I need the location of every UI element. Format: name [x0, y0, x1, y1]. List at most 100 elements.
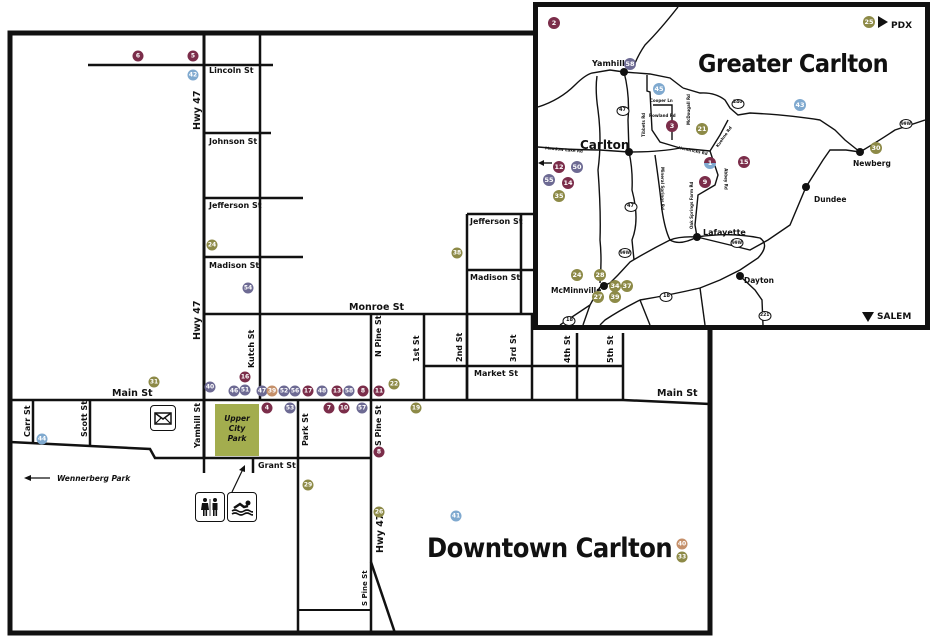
salem-arrow-icon — [862, 312, 874, 322]
map-pin-39[interactable]: 39 — [266, 385, 278, 397]
map-pin-42[interactable]: 42 — [187, 69, 199, 81]
map-pin-25[interactable]: 25 — [863, 16, 875, 28]
town-dayton: Dayton — [744, 276, 775, 285]
map-pin-16[interactable]: 16 — [239, 371, 251, 383]
map-pin-17[interactable]: 17 — [302, 385, 314, 397]
road-mineral-springs: Mineral Springs Rd — [660, 167, 665, 210]
downtown-frame — [7, 30, 713, 636]
shield-99w-sw: 99W — [620, 250, 630, 255]
pdx-arrow-icon — [878, 16, 888, 28]
street-5th: 5th St — [606, 335, 615, 363]
street-3rd: 3rd St — [509, 334, 518, 362]
map-pin-8[interactable]: 8 — [373, 446, 385, 458]
town-mcminnville: McMinnville — [551, 286, 602, 295]
map-pin-55[interactable]: 55 — [543, 174, 555, 186]
map-pin-10[interactable]: 10 — [338, 402, 350, 414]
map-pin-58[interactable]: 58 — [624, 58, 636, 70]
map-pin-22[interactable]: 22 — [388, 378, 400, 390]
map-pin-4[interactable]: 4 — [261, 402, 273, 414]
map-pin-15[interactable]: 15 — [738, 156, 750, 168]
street-main-e: Main St — [657, 388, 698, 399]
map-pin-9[interactable]: 9 — [699, 176, 711, 188]
map-pin-35[interactable]: 35 — [553, 190, 565, 202]
map-pin-43[interactable]: 43 — [794, 99, 806, 111]
map-pin-5[interactable]: 5 — [187, 50, 199, 62]
street-1st: 1st St — [412, 335, 421, 362]
shield-18-b: 18 — [566, 317, 573, 323]
map-pin-50[interactable]: 50 — [571, 161, 583, 173]
map-pin-13[interactable]: 13 — [331, 385, 343, 397]
street-grant: Grant St — [258, 461, 296, 470]
map-pin-24[interactable]: 24 — [206, 239, 218, 251]
map-pin-26[interactable]: 26 — [373, 506, 385, 518]
wennerberg-park-link[interactable]: Wennerberg Park — [57, 474, 131, 483]
shield-99w-laf: 99W — [732, 240, 742, 245]
pool-button[interactable] — [227, 492, 257, 522]
street-jefferson-e: Jefferson St — [470, 217, 523, 226]
map-pin-19[interactable]: 19 — [410, 402, 422, 414]
map-pin-44[interactable]: 44 — [36, 433, 48, 445]
dundee-dot — [802, 183, 810, 191]
downtown-title: Downtown Carlton — [427, 533, 673, 564]
map-pin-33[interactable]: 33 — [676, 551, 688, 563]
map-pin-1[interactable]: 1 — [704, 157, 716, 169]
map-pin-28[interactable]: 28 — [594, 269, 606, 281]
map-pin-34[interactable]: 34 — [609, 280, 621, 292]
road-rowland: Rowland Rd — [649, 113, 676, 118]
map-pin-29[interactable]: 29 — [302, 479, 314, 491]
greater-title: Greater Carlton — [698, 49, 889, 78]
map-pin-45[interactable]: 45 — [653, 83, 665, 95]
map-pin-6[interactable]: 6 — [132, 50, 144, 62]
town-carlton: Carlton — [580, 138, 630, 152]
map-pin-3[interactable]: 3 — [666, 120, 678, 132]
street-hwy47-bottom: Hwy 47 — [375, 513, 386, 553]
map-pin-53[interactable]: 53 — [284, 402, 296, 414]
map-pin-2[interactable]: 2 — [548, 17, 560, 29]
map-pin-11[interactable]: 11 — [373, 385, 385, 397]
restroom-icon — [201, 498, 218, 516]
map-pin-38[interactable]: 38 — [451, 247, 463, 259]
map-pin-46[interactable]: 46 — [228, 385, 240, 397]
map-pin-31[interactable]: 31 — [148, 376, 160, 388]
map-pin-58[interactable]: 58 — [343, 385, 355, 397]
shield-221: 221 — [760, 313, 770, 318]
map-pin-48[interactable]: 48 — [316, 385, 328, 397]
map-pin-51[interactable]: 51 — [239, 384, 251, 396]
map-pin-24[interactable]: 24 — [571, 269, 583, 281]
map-pin-8[interactable]: 8 — [357, 385, 369, 397]
map-pin-47[interactable]: 47 — [256, 385, 268, 397]
map-pin-40[interactable]: 40 — [676, 538, 688, 550]
street-yamhill: Yamhill St — [193, 402, 202, 448]
street-s-pine-bottom: S Pine St — [361, 570, 369, 606]
map-pin-27[interactable]: 27 — [592, 291, 604, 303]
map-pin-12[interactable]: 12 — [553, 161, 565, 173]
map-pin-7[interactable]: 7 — [323, 402, 335, 414]
map-pin-54[interactable]: 54 — [242, 282, 254, 294]
restroom-button[interactable] — [195, 492, 225, 522]
map-pin-56[interactable]: 56 — [289, 385, 301, 397]
map-pin-37[interactable]: 37 — [621, 280, 633, 292]
map-pin-41[interactable]: 41 — [450, 510, 462, 522]
road-oak-springs: Oak Springs Farm Rd — [689, 181, 694, 229]
map-pin-57[interactable]: 57 — [356, 402, 368, 414]
town-lafayette: Lafayette — [703, 228, 746, 237]
pdx-label[interactable]: PDX — [891, 21, 913, 31]
street-johnson: Johnson St — [209, 137, 258, 146]
map-pin-21[interactable]: 21 — [696, 123, 708, 135]
lafayette-dot — [693, 233, 701, 241]
street-main-w: Main St — [112, 388, 153, 399]
street-market: Market St — [474, 369, 519, 378]
street-kutch: Kutch St — [247, 329, 256, 368]
salem-label[interactable]: SALEM — [877, 312, 912, 322]
map-pin-14[interactable]: 14 — [562, 177, 574, 189]
town-yamhill: Yamhill — [592, 59, 625, 68]
post-office-button[interactable] — [150, 405, 176, 431]
map-pin-52[interactable]: 52 — [278, 385, 290, 397]
shield-18-a: 18 — [663, 293, 670, 299]
shield-99w-ne: 99W — [901, 121, 911, 126]
map-pin-40[interactable]: 40 — [204, 381, 216, 393]
street-hwy47-mid: Hwy 47 — [192, 300, 203, 340]
shield-47-a: 47 — [619, 107, 626, 113]
map-pin-30[interactable]: 30 — [870, 142, 882, 154]
map-pin-39[interactable]: 39 — [609, 291, 621, 303]
